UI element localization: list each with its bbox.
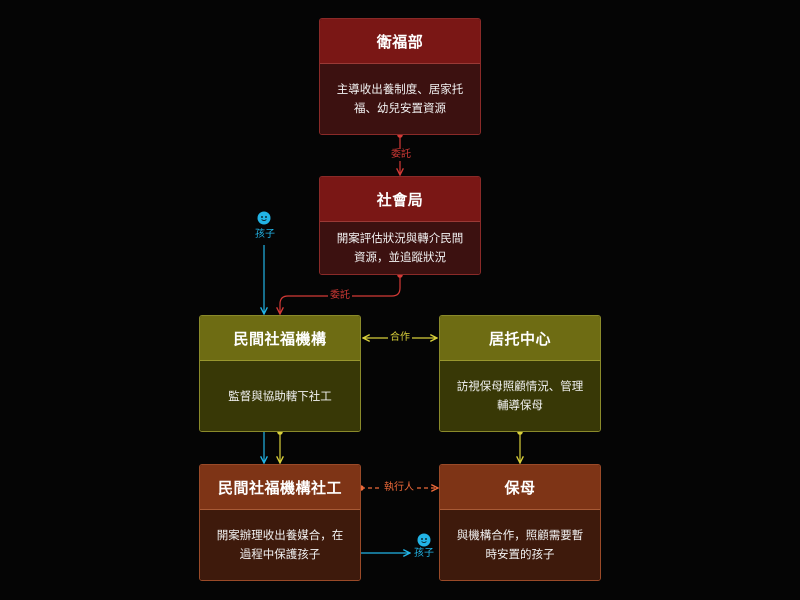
node-private-agency-title: 民間社福機構 [200, 316, 360, 361]
node-mohw: 衛福部 主導收出養制度、居家托福、幼兒安置資源 [319, 18, 481, 135]
node-childcare-center-desc: 訪視保母照顧情況、管理輔導保母 [440, 361, 600, 431]
node-agency-social-worker-desc: 開案辦理收出養媒合，在過程中保護孩子 [200, 510, 360, 580]
edge-center-to-nanny [517, 429, 523, 463]
child-label-bottom: 孩子 [412, 548, 436, 560]
edge-label-worker-nanny: 執行人 [382, 482, 416, 494]
edge-label-agency-center: 合作 [388, 332, 412, 344]
node-agency-social-worker: 民間社福機構社工 開案辦理收出養媒合，在過程中保護孩子 [199, 464, 361, 581]
node-childcare-center: 居托中心 訪視保母照顧情況、管理輔導保母 [439, 315, 601, 432]
node-social-bureau-desc: 開案評估狀況與轉介民間資源，並追蹤狀況 [320, 222, 480, 274]
node-social-bureau-title: 社會局 [320, 177, 480, 222]
node-nanny-title: 保母 [440, 465, 600, 510]
node-nanny-desc: 與機構合作，照顧需要暫時安置的孩子 [440, 510, 600, 580]
node-mohw-title: 衛福部 [320, 19, 480, 64]
child-face-icon [257, 211, 271, 225]
node-private-agency: 民間社福機構 監督與協助轄下社工 [199, 315, 361, 432]
edge-label-mohw-to-bureau: 委託 [389, 149, 413, 161]
node-mohw-desc: 主導收出養制度、居家托福、幼兒安置資源 [320, 64, 480, 134]
edge-agency-to-worker [264, 429, 283, 463]
edge-label-bureau-to-agency: 委託 [328, 290, 352, 302]
node-nanny: 保母 與機構合作，照顧需要暫時安置的孩子 [439, 464, 601, 581]
node-social-bureau: 社會局 開案評估狀況與轉介民間資源，並追蹤狀況 [319, 176, 481, 275]
node-private-agency-desc: 監督與協助轄下社工 [200, 361, 360, 431]
child-label-top: 孩子 [253, 229, 277, 241]
child-face-icon [417, 533, 431, 547]
node-childcare-center-title: 居托中心 [440, 316, 600, 361]
node-agency-social-worker-title: 民間社福機構社工 [200, 465, 360, 510]
